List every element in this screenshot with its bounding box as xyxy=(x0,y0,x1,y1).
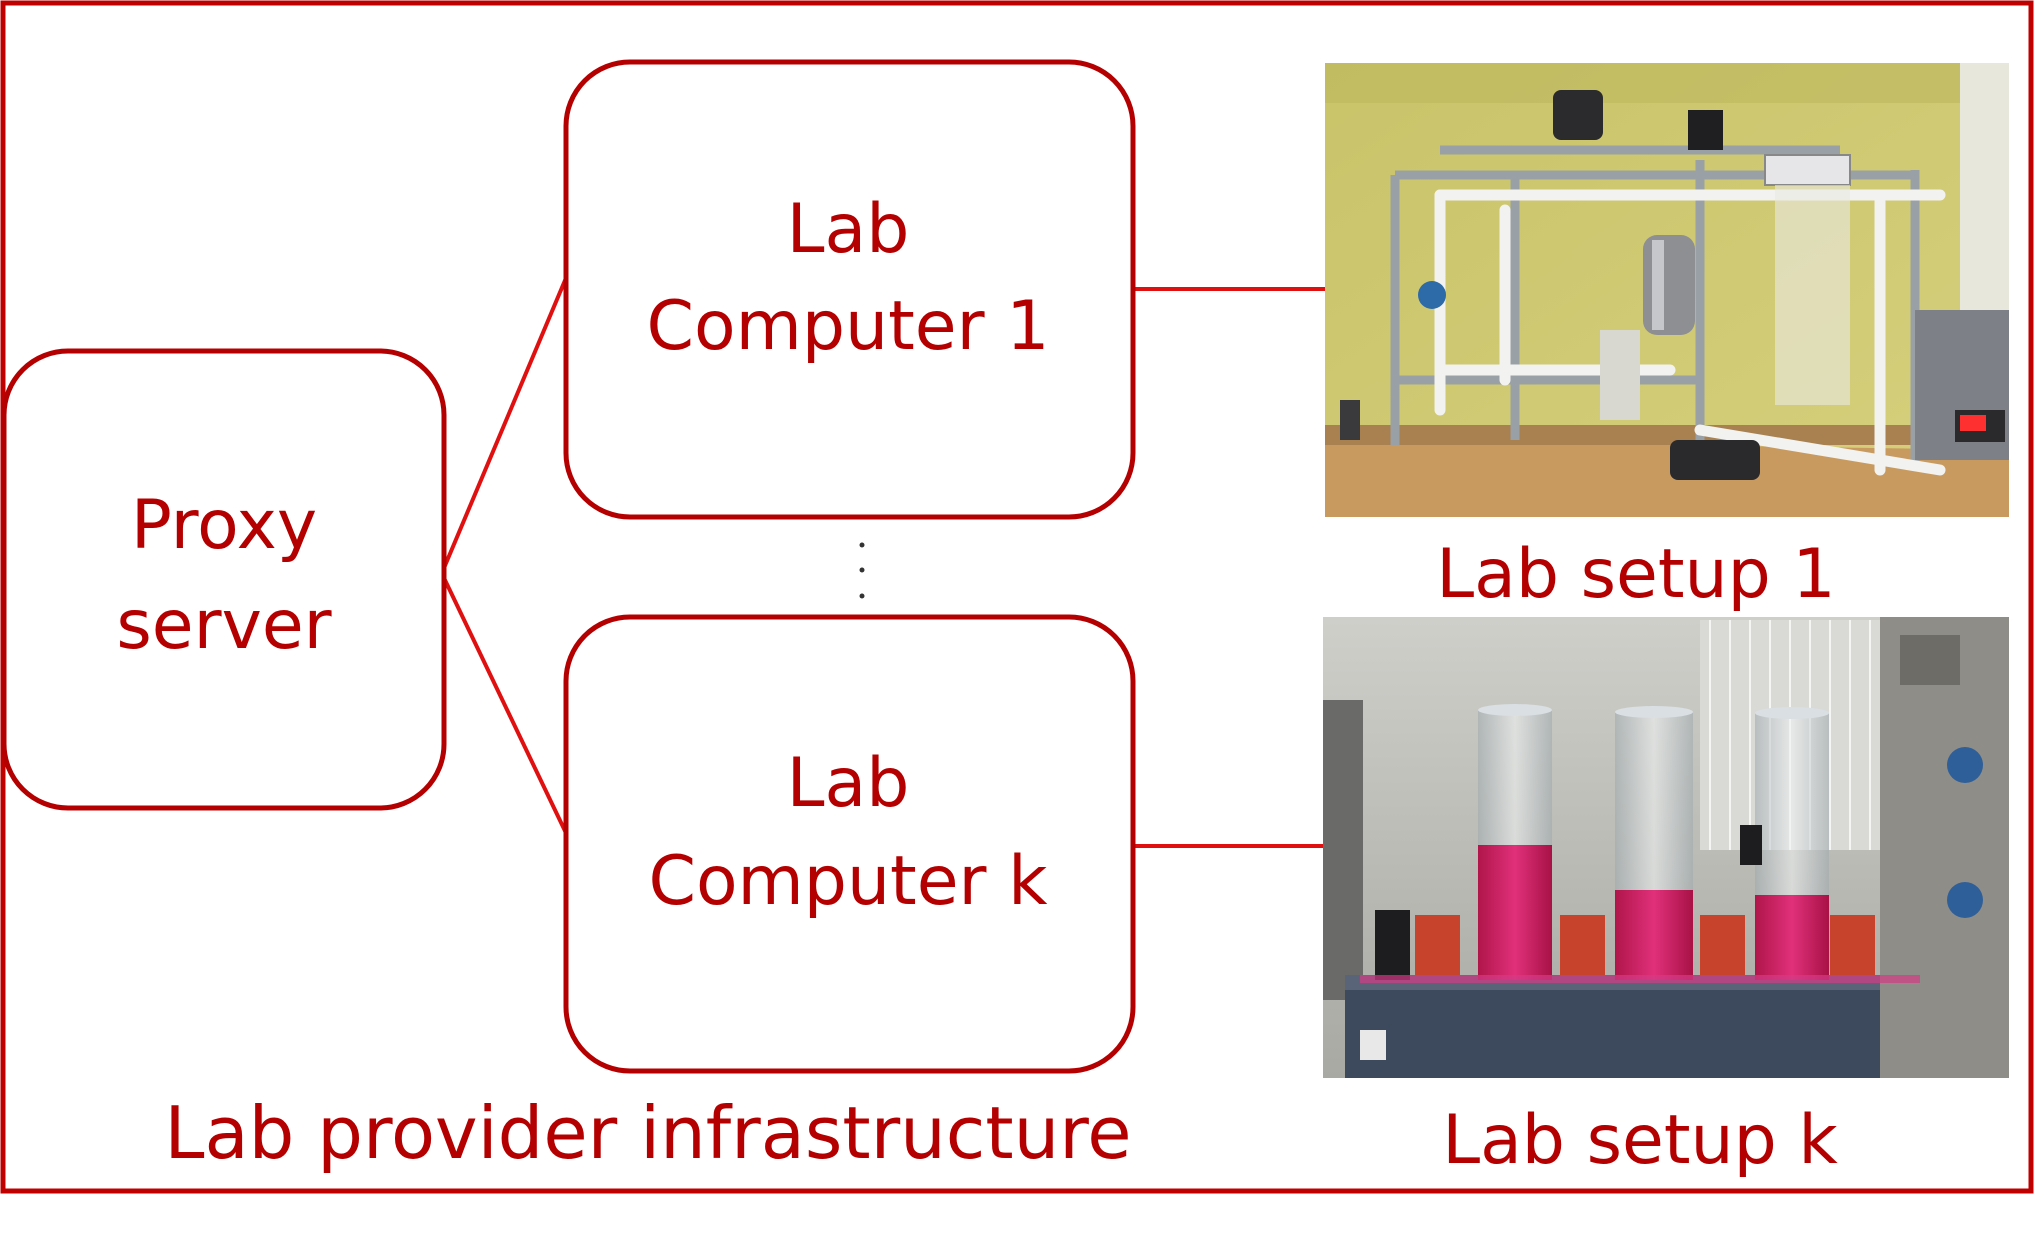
lab-computer-1-label-line1: Lab xyxy=(787,190,910,269)
lab-computer-1-label-line2: Computer 1 xyxy=(647,287,1050,366)
ellipsis-dots xyxy=(859,542,865,599)
lab-setup-1-caption: Lab setup 1 xyxy=(1436,535,1835,614)
proxy-server-label-line2: server xyxy=(116,586,331,665)
connector-proxy-to-computer-1 xyxy=(442,277,568,569)
proxy-server-label-line1: Proxy xyxy=(131,486,317,565)
infrastructure-label: Lab provider infrastructure xyxy=(164,1091,1131,1175)
lab-setup-k-photo xyxy=(1323,617,2009,1078)
lab-computer-k-label-line1: Lab xyxy=(787,744,910,823)
lab-setup-k-caption: Lab setup k xyxy=(1442,1101,1838,1180)
proxy-server-node: Proxy server xyxy=(1,348,447,811)
lab-computer-k-node: Lab Computer k xyxy=(563,614,1136,1074)
lab-computer-1-node: Lab Computer 1 xyxy=(563,59,1136,520)
connectors xyxy=(442,277,1325,848)
lab-setup-1-photo xyxy=(1325,63,2009,517)
connector-proxy-to-computer-k xyxy=(442,577,568,834)
lab-computer-k-label-line2: Computer k xyxy=(648,842,1048,921)
